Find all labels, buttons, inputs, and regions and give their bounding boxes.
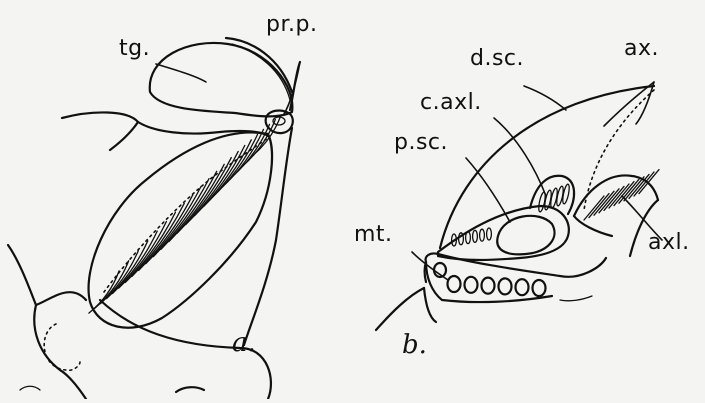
leader-lines <box>156 62 662 280</box>
label-prealar-process: pr.p. <box>266 14 317 36</box>
axilla-hatch-line <box>604 186 624 210</box>
metanotum-band <box>426 253 606 276</box>
axilla-hatch-line <box>614 182 634 206</box>
metanotum-circle <box>465 277 478 293</box>
scutellum-dash <box>473 230 478 242</box>
metanotum-circle <box>499 278 512 294</box>
axilla-hatch-line <box>609 184 629 208</box>
scutellum-dash <box>459 233 464 245</box>
axilla-hatch-line <box>619 179 639 203</box>
metanotum-circles <box>434 263 546 296</box>
label-axilla-region: ax. <box>624 38 659 60</box>
axilla-hatch-line <box>634 172 654 196</box>
metanotum-circle <box>516 279 529 295</box>
label-central-axilla: c.axl. <box>420 92 482 114</box>
scutellum-dash <box>466 232 471 244</box>
scutellum-dash <box>480 229 485 241</box>
metanotum-circle <box>482 278 495 294</box>
axilla-hatch-line <box>584 196 604 220</box>
label-metanotum: mt. <box>354 224 393 246</box>
prealar-process-shape <box>266 111 293 134</box>
label-tegula: tg. <box>119 38 150 60</box>
panel-label-b: b. <box>402 332 427 358</box>
axilla-hatch-line <box>599 189 619 213</box>
figure-b-drawing <box>376 86 659 330</box>
axilla-hatch-line <box>589 194 609 218</box>
metanotum-circle <box>448 276 461 292</box>
panel-label-a: a. <box>232 330 256 356</box>
tegula-shape <box>150 43 293 116</box>
label-axilla: axl. <box>648 232 690 254</box>
scutellum-dash <box>487 228 492 240</box>
label-posterior-scutellum: p.sc. <box>394 132 448 154</box>
axilla-hatch-line <box>639 170 659 194</box>
axilla-hatch-line <box>624 177 644 201</box>
metanotum-circle <box>533 280 546 296</box>
label-dorsal-scutum: d.sc. <box>470 48 524 70</box>
axilla-hatch-line <box>594 191 614 215</box>
figure-a-drawing <box>8 38 300 399</box>
